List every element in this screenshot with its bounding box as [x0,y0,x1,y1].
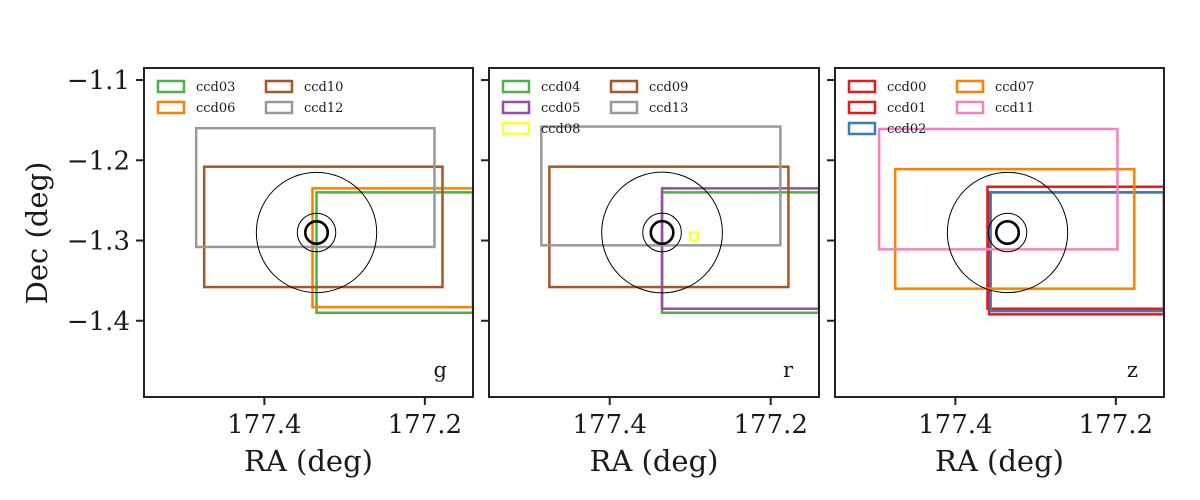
ccd-footprint-ccd13 [540,125,782,247]
ccd-footprint-ccd10 [202,165,444,289]
x-tick-label: 177.4 [918,410,992,440]
legend-label-ccd04: ccd04 [541,80,580,95]
plot-area [540,125,819,314]
aperture-circle [601,171,723,294]
legend-swatch-ccd02 [847,121,877,136]
ccd-footprint-ccd01 [987,191,1164,316]
ccd-footprint-ccd04 [660,191,819,314]
legend-swatch-ccd07 [955,79,985,94]
legend-label-ccd00: ccd00 [887,80,926,95]
x-tick-label: 177.2 [733,410,807,440]
plot-area [877,127,1164,316]
legend-label-ccd13: ccd13 [649,101,688,116]
x-tick-label: 177.2 [388,410,462,440]
legend-label-ccd03: ccd03 [196,80,235,95]
y-tick-label: −1.4 [67,307,130,337]
legend-label-ccd08: ccd08 [541,122,580,137]
target-marker [649,219,675,246]
legend-label-ccd01: ccd01 [887,101,926,116]
x-axis-label: RA (deg) [935,444,1064,478]
legend-swatch-ccd13 [609,100,639,115]
y-tick-label: −1.1 [67,66,130,96]
legend-swatch-ccd09 [609,79,639,94]
legend-label-ccd05: ccd05 [541,101,580,116]
legend-swatch-ccd08 [501,121,531,136]
legend-label-ccd09: ccd09 [649,80,688,95]
aperture-circle [946,171,1069,294]
ccd-footprint-ccd12 [194,126,436,249]
axes-frame [834,67,1165,398]
legend-swatch-ccd05 [501,100,531,115]
y-axis-label: Dec (deg) [20,162,54,305]
target-marker [303,219,330,246]
ccd-footprint-ccd03 [315,191,473,314]
ccd-footprint-ccd00 [986,185,1164,310]
band-label: r [783,358,794,382]
aperture-circle [255,171,378,294]
panel-z: 177.4 177.2 RA (deg) z ccd00 ccd01 ccd02 ccd07 c… [827,67,1165,478]
legend-swatch-ccd01 [847,100,877,115]
x-axis-label: RA (deg) [244,444,373,478]
ccd-footprint-ccd05 [660,187,819,310]
ccd-footprint-ccd08 [688,231,700,242]
axes-frame [143,67,474,398]
ccd-footprint-ccd09 [548,165,790,289]
x-tick-label: 177.4 [573,410,647,440]
legend-label-ccd06: ccd06 [196,101,235,116]
aperture-circle [642,212,682,253]
legend-swatch-ccd12 [264,100,294,115]
target-marker [994,219,1021,246]
legend-label-ccd07: ccd07 [995,80,1034,95]
ccd-footprint-ccd02 [989,191,1164,313]
legend-swatch-ccd00 [847,79,877,94]
aperture-circle [296,212,337,253]
legend-label-ccd11: ccd11 [995,101,1034,116]
axes-frame [488,67,820,398]
panel-r: 177.4 177.2 RA (deg) r ccd04 ccd05 ccd08 ccd09 c… [481,67,820,478]
panel-g: Dec (deg) 177.4 177.2 −1.1 −1.2 −1.3 −1.4 RA (… [20,66,474,478]
legend-label-ccd02: ccd02 [887,122,926,137]
legend-label-ccd10: ccd10 [304,80,343,95]
legend-swatch-ccd10 [264,79,294,94]
x-tick-label: 177.2 [1079,410,1153,440]
legend-swatch-ccd04 [501,79,531,94]
aperture-circle [987,212,1028,253]
x-tick-label: 177.4 [227,410,301,440]
band-label: z [1127,358,1138,382]
legend-label-ccd12: ccd12 [304,101,343,116]
plot-area [194,126,473,314]
y-tick-label: −1.2 [67,146,130,176]
legend-swatch-ccd03 [156,79,186,94]
ccd-footprint-ccd11 [877,127,1119,251]
legend-swatch-ccd06 [156,100,186,115]
band-label: g [434,358,447,382]
ccd-footprint-ccd07 [893,167,1136,290]
legend-swatch-ccd11 [955,100,985,115]
x-axis-label: RA (deg) [590,444,719,478]
y-tick-label: −1.3 [67,227,130,257]
